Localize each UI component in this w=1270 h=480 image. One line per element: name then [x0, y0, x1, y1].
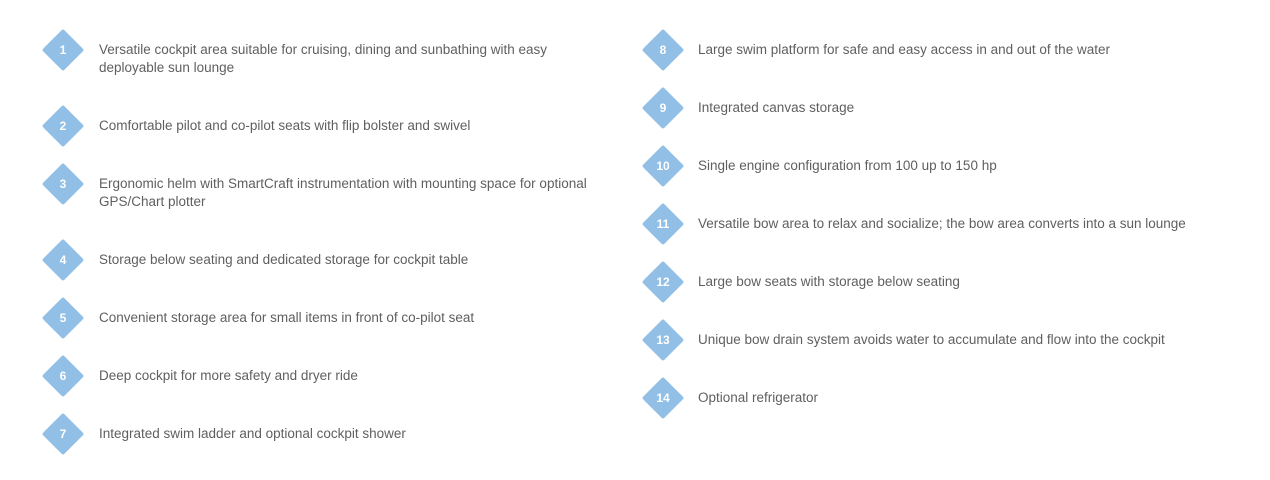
feature-text: Integrated canvas storage	[698, 100, 855, 115]
badge-number: 4	[59, 253, 67, 267]
number-badge: 6	[41, 354, 85, 398]
number-badge: 5	[41, 296, 85, 340]
number-badge: 14	[641, 376, 685, 420]
feature-text: Integrated swim ladder and optional cock…	[99, 426, 406, 441]
feature-text: Deep cockpit for more safety and dryer r…	[99, 368, 358, 383]
feature-text: Large bow seats with storage below seati…	[698, 274, 960, 289]
number-badge: 1	[41, 28, 85, 72]
feature-text: Convenient storage area for small items …	[99, 310, 475, 325]
number-badge: 9	[641, 86, 685, 130]
feature-text: Unique bow drain system avoids water to …	[698, 332, 1165, 347]
number-badge: 12	[641, 260, 685, 304]
badge-number: 13	[656, 333, 670, 347]
feature-text: Comfortable pilot and co-pilot seats wit…	[99, 118, 471, 133]
feature-text: Versatile cockpit area suitable for crui…	[99, 42, 548, 75]
feature-text: Large swim platform for safe and easy ac…	[698, 42, 1110, 57]
badge-number: 3	[59, 177, 67, 191]
badge-number: 8	[659, 43, 667, 57]
badge-number: 11	[656, 217, 670, 231]
feature-text: Optional refrigerator	[698, 390, 819, 405]
badge-number: 9	[659, 101, 667, 115]
number-badge: 11	[641, 202, 685, 246]
badge-number: 5	[59, 311, 67, 325]
feature-text: Versatile bow area to relax and socializ…	[698, 216, 1186, 231]
number-badge: 3	[41, 162, 85, 206]
number-badge: 4	[41, 238, 85, 282]
badge-number: 14	[656, 391, 670, 405]
badge-number: 10	[656, 159, 670, 173]
badge-number: 7	[59, 427, 67, 441]
badge-number: 12	[656, 275, 670, 289]
badge-number: 2	[59, 119, 67, 133]
number-badge: 10	[641, 144, 685, 188]
number-badge: 7	[41, 412, 85, 456]
feature-text: Single engine configuration from 100 up …	[698, 158, 997, 173]
number-badge: 8	[641, 28, 685, 72]
feature-text: Storage below seating and dedicated stor…	[99, 252, 469, 267]
badge-number: 6	[59, 369, 67, 383]
feature-text: Ergonomic helm with SmartCraft instrumen…	[99, 176, 587, 209]
badge-number: 1	[59, 43, 67, 57]
number-badge: 2	[41, 104, 85, 148]
number-badge: 13	[641, 318, 685, 362]
